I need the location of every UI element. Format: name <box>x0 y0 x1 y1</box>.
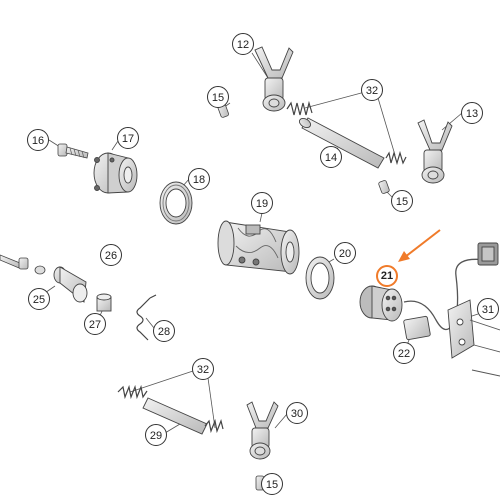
callout-30: 30 <box>286 402 308 424</box>
callout-21: 21 <box>376 265 398 287</box>
callout-20: 20 <box>334 242 356 264</box>
callout-14: 14 <box>320 146 342 168</box>
gear-position-sensor-21 <box>359 285 403 322</box>
callout-15-bottom: 15 <box>261 473 283 495</box>
callout-32-top: 32 <box>361 79 383 101</box>
callout-17: 17 <box>117 127 139 149</box>
spring-top <box>286 100 313 116</box>
callout-28: 28 <box>153 320 175 342</box>
callout-19: 19 <box>251 192 273 214</box>
shift-drum-19 <box>217 220 300 275</box>
callout-27: 27 <box>84 313 106 335</box>
spring-right <box>385 150 407 166</box>
callout-15-top: 15 <box>207 86 229 108</box>
spring-bottom-left <box>117 384 148 400</box>
torsion-spring-28 <box>136 294 157 341</box>
bolt-16 <box>57 143 89 159</box>
shift-drum-flange-17 <box>93 152 138 194</box>
callout-12: 12 <box>232 33 254 55</box>
shift-fork-30 <box>246 401 279 460</box>
pin-15-right <box>378 180 390 194</box>
detent-lever-25 <box>53 266 88 303</box>
orange-pointer-arrow <box>398 229 441 262</box>
callout-13: 13 <box>461 102 483 124</box>
bushing-27 <box>96 293 112 312</box>
callout-22: 22 <box>393 342 415 364</box>
callout-32-bottom: 32 <box>192 358 214 380</box>
bolt-left <box>0 254 46 275</box>
callout-31: 31 <box>477 298 499 320</box>
bearing-18 <box>159 181 193 225</box>
callout-16: 16 <box>27 129 49 151</box>
callout-15-right: 15 <box>391 190 413 212</box>
shift-fork-13 <box>417 119 453 184</box>
shift-fork-12 <box>254 46 294 112</box>
spring-bottom-right <box>204 418 224 434</box>
callout-18: 18 <box>188 168 210 190</box>
cover-plate-31 <box>447 299 500 377</box>
callout-29: 29 <box>145 424 167 446</box>
shift-rail-14 <box>298 117 385 169</box>
callout-25: 25 <box>28 288 50 310</box>
callout-26: 26 <box>100 244 122 266</box>
shift-rail-29 <box>142 397 208 435</box>
ring-20 <box>305 256 335 300</box>
